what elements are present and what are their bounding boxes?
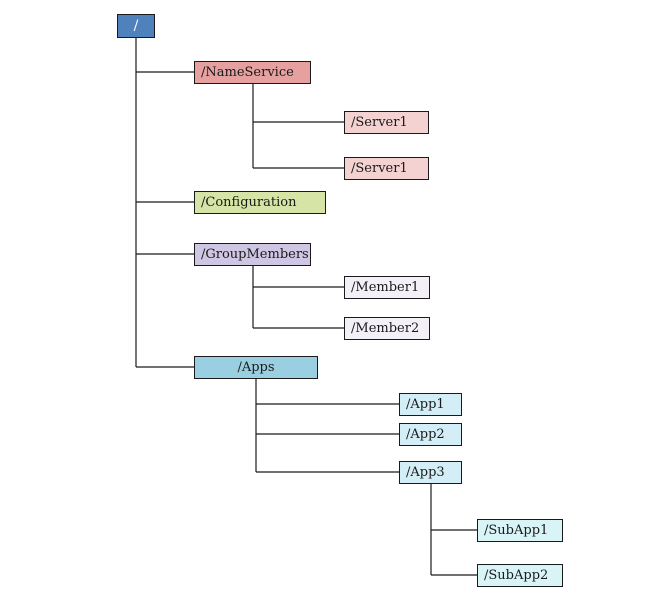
app2-node[interactable]: /App2 — [399, 423, 462, 446]
configuration-node[interactable]: /Configuration — [194, 191, 326, 214]
root-node[interactable]: / — [117, 14, 155, 38]
connector-lines — [135, 38, 477, 576]
subapp2-node[interactable]: /SubApp2 — [477, 564, 563, 587]
apps-node[interactable]: /Apps — [194, 356, 318, 379]
groupmembers-node[interactable]: /GroupMembers — [194, 243, 311, 266]
server1-node-a[interactable]: /Server1 — [344, 111, 429, 134]
nameservice-node[interactable]: /NameService — [194, 61, 311, 84]
member1-node[interactable]: /Member1 — [344, 276, 430, 299]
member2-node[interactable]: /Member2 — [344, 317, 430, 340]
subapp1-node[interactable]: /SubApp1 — [477, 519, 563, 542]
server1-node-b[interactable]: /Server1 — [344, 157, 429, 180]
app1-node[interactable]: /App1 — [399, 393, 462, 416]
app3-node[interactable]: /App3 — [399, 461, 462, 484]
